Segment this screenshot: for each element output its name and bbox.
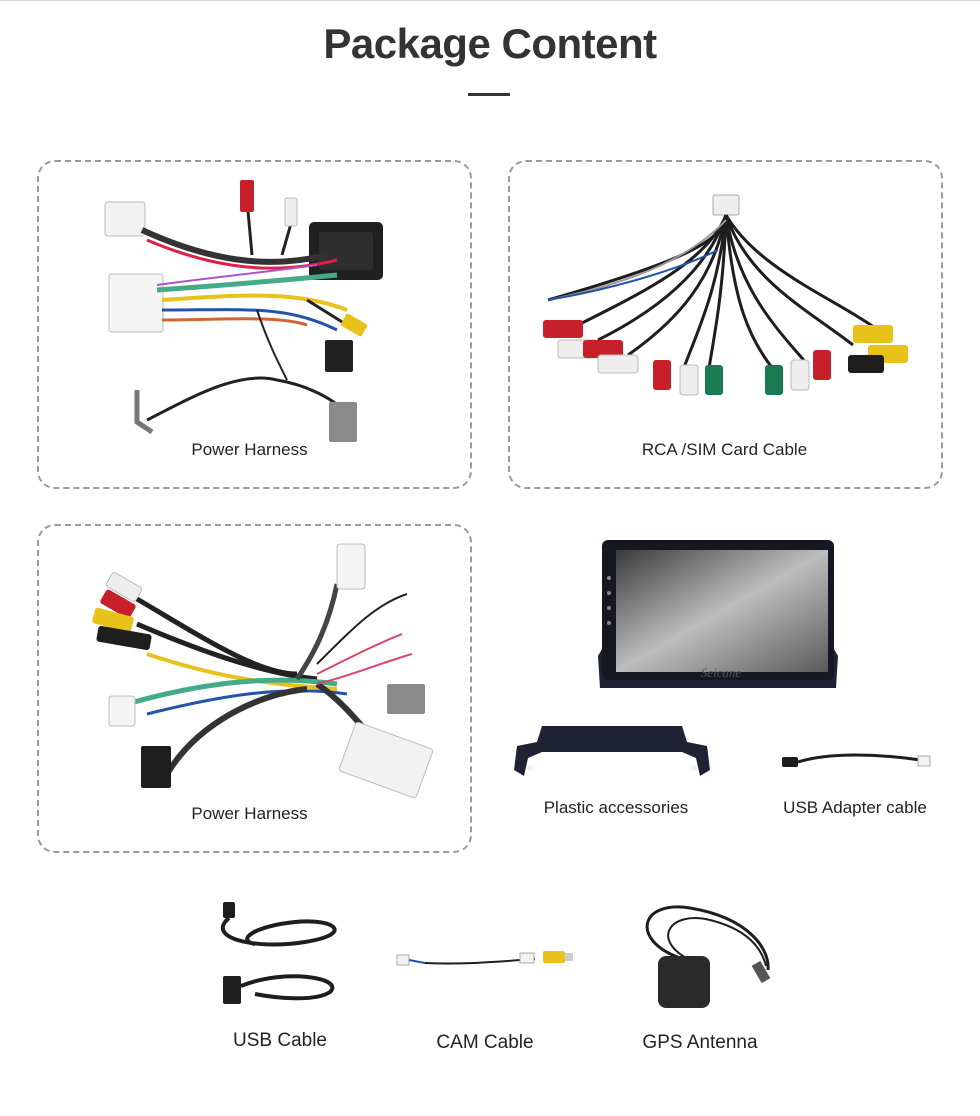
power-harness-2-image [92,543,434,799]
rca-sim-cable-box [508,160,943,489]
power-harness-box-2 [37,524,472,853]
cam-cable-image [396,951,573,966]
top-divider [0,0,980,1]
power-harness-box-1 [37,160,472,489]
rca-sim-cable-image [543,194,908,396]
page-title: Package Content [323,20,657,67]
usb-adapter-cable-image [782,753,931,767]
power-harness-2-label: Power Harness [191,804,308,823]
gps-antenna-label: GPS Antenna [642,1032,758,1053]
plastic-accessories-image [514,726,710,776]
title-underline [468,93,510,96]
plastic-accessories-label: Plastic accessories [543,798,689,817]
head-unit-image [598,540,838,688]
usb-adapter-cable-label: USB Adapter cable [783,798,927,817]
usb-cable-image [220,902,337,1004]
cam-cable-label: CAM Cable [436,1032,534,1053]
power-harness-1-label: Power Harness [191,440,308,459]
head-unit-brand: Seicane [700,665,742,680]
usb-cable-label: USB Cable [233,1030,327,1051]
rca-sim-cable-label: RCA /SIM Card Cable [641,440,808,459]
power-harness-1-image [104,180,383,442]
gps-antenna-image [645,905,771,1008]
